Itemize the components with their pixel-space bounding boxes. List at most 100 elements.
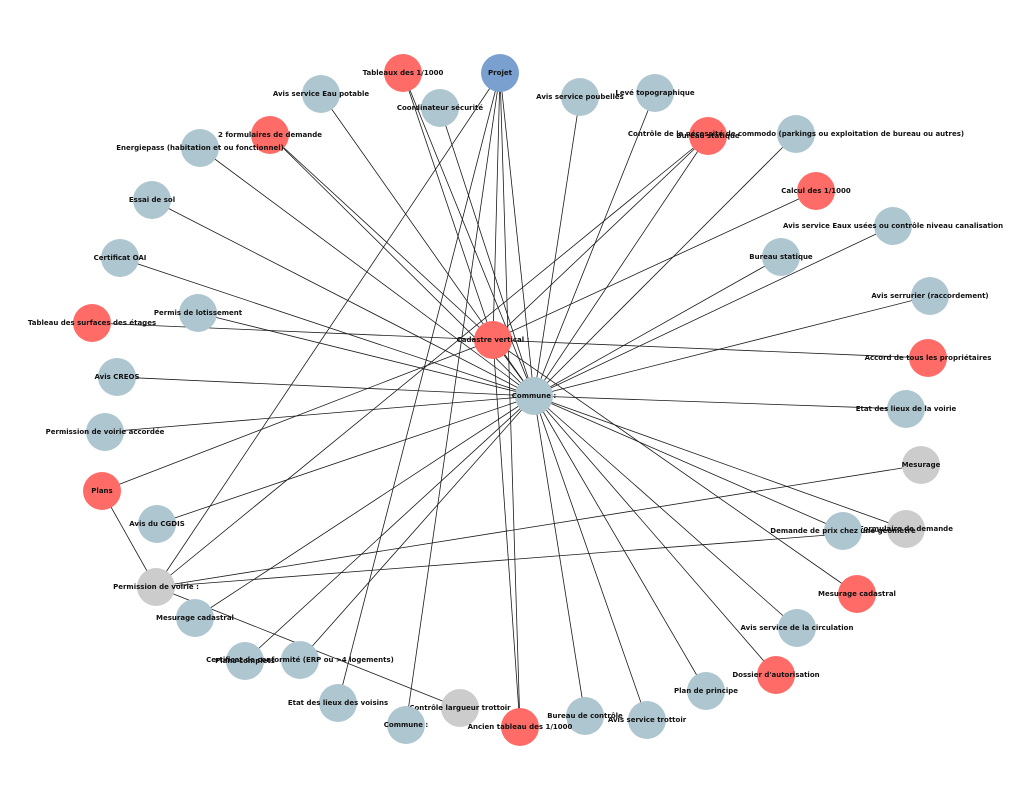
node-label-commune-center: Commune : <box>512 392 557 400</box>
node-label-demande-prix: Demande de prix chez une géomètre <box>770 527 916 535</box>
node-label-avis-cgdis: Avis du CGDIS <box>129 520 185 528</box>
edge-projet-cadastre-vertical <box>492 72 501 341</box>
node-avis-eaux-usees: Avis service Eaux usées ou contrôle nive… <box>783 207 1003 245</box>
node-label-cadastre-vertical: Cadastre vertical : <box>457 336 530 344</box>
edge-cadastre-vertical-plans <box>101 339 494 492</box>
edge-cadastre-vertical-tableau-surfaces <box>91 322 494 341</box>
node-label-etat-voisins: Etat des lieux des voisins <box>288 699 388 707</box>
edge-commune-center-certificat-conformite <box>299 395 535 661</box>
node-circle-etat-voirie <box>887 390 925 428</box>
node-label-controle-commodo: Contrôle de la nécessité de commodo (par… <box>628 130 964 138</box>
node-permis-lotissement: Permis de lotissement <box>154 294 243 332</box>
edge-cadastre-vertical-bureau-statique-red <box>492 135 709 341</box>
node-circle-plans <box>83 472 121 510</box>
edge-commune-center-bureau-statique <box>533 256 782 397</box>
node-label-bureau-statique: Bureau statique <box>749 253 813 261</box>
node-circle-plans-complets <box>226 642 264 680</box>
node-circle-permis-lotissement <box>179 294 217 332</box>
node-deux-formulaires: 2 formulaires de demande <box>218 116 322 154</box>
node-bureau-statique: Bureau statique <box>749 238 813 276</box>
node-mesurage-cadastral-red: Mesurage cadastral <box>818 575 896 613</box>
edge-commune-center-certificat-oai <box>119 257 535 397</box>
node-plans: Plans <box>83 472 121 510</box>
node-circle-avis-creos <box>98 358 136 396</box>
node-circle-permission-accordee <box>86 413 124 451</box>
edge-commune-center-demande-prix <box>533 395 844 532</box>
node-tableau-surfaces: Tableau des surfaces des étages <box>28 304 156 342</box>
node-circle-mesurage-cadastral <box>176 599 214 637</box>
node-mesurage: Mesurage <box>902 446 941 484</box>
node-circle-poubelles <box>561 78 599 116</box>
node-essai-sol: Essai de sol <box>129 181 175 219</box>
node-label-plans: Plans <box>91 487 112 495</box>
node-avis-eau: Avis service Eau potable <box>273 75 370 113</box>
edge-projet-ancien-tableau <box>499 72 521 728</box>
node-permission-voirie: Permission de voirie : <box>113 568 199 606</box>
node-bureau-statique-red: Bureau statique <box>676 117 740 155</box>
node-controle-trottoir: Contrôle largueur trottoir <box>409 689 511 727</box>
node-label-leve: Levé topographique <box>615 89 695 97</box>
node-mesurage-cadastral: Mesurage cadastral <box>156 599 234 637</box>
node-circle-leve <box>636 74 674 112</box>
node-label-energiepass: Energiepass (habitation et ou fonctionne… <box>116 144 284 152</box>
edge-commune-center-avis-trottoir <box>533 395 648 721</box>
node-label-avis-circulation: Avis service de la circulation <box>741 624 854 632</box>
edge-commune-center-controle-commodo <box>533 133 797 397</box>
node-circle-permission-voirie <box>137 568 175 606</box>
node-circle-bureau-statique-red <box>689 117 727 155</box>
node-label-avis-eau: Avis service Eau potable <box>273 90 370 98</box>
edge-commune-center-mesurage-cadastral <box>194 395 535 619</box>
node-projet: Projet <box>481 54 519 92</box>
node-label-accord: Accord de tous les propriétaires <box>865 354 992 362</box>
node-certificat-conformite: Certificat de conformité (ERP ou >4 loge… <box>206 641 394 679</box>
node-accord: Accord de tous les propriétaires <box>865 339 992 377</box>
node-controle-commodo: Contrôle de la nécessité de commodo (par… <box>628 115 964 153</box>
node-label-calcul: Calcul des 1/1000 <box>781 187 851 195</box>
node-label-projet: Projet <box>488 69 513 77</box>
node-label-formulaire-demande: Formulaire de demande <box>859 525 953 533</box>
node-tableaux: Tableaux des 1/1000 <box>363 54 443 92</box>
node-formulaire-demande: Formulaire de demande <box>859 510 953 548</box>
node-circle-essai-sol <box>133 181 171 219</box>
node-label-poubelles: Avis service poubelles <box>536 93 624 101</box>
node-avis-circulation: Avis service de la circulation <box>741 609 854 647</box>
node-demande-prix: Demande de prix chez une géomètre <box>770 512 916 550</box>
edge-permission-voirie-formulaire-demande <box>155 528 907 588</box>
node-circle-cadastre-vertical <box>474 321 512 359</box>
node-label-coordinateur: Coordinateur sécurité <box>397 104 484 112</box>
edge-cadastre-vertical-accord <box>492 339 929 359</box>
node-ancien-tableau: Ancien tableau des 1/1000 <box>468 708 573 746</box>
node-label-permission-voirie: Permission de voirie : <box>113 583 199 591</box>
node-circle-avis-serrurier <box>911 277 949 315</box>
node-bureau-controle: Bureau de contrôle <box>547 697 623 735</box>
node-circle-calcul <box>797 172 835 210</box>
node-circle-avis-trottoir <box>628 701 666 739</box>
node-poubelles: Avis service poubelles <box>536 78 624 116</box>
node-cadastre-vertical: Cadastre vertical : <box>457 321 530 359</box>
edge-commune-center-avis-eaux-usees <box>533 225 894 397</box>
node-circle-energiepass <box>181 129 219 167</box>
edge-projet-commune-center <box>499 72 535 397</box>
node-energiepass: Energiepass (habitation et ou fonctionne… <box>116 129 284 167</box>
node-label-certificat-conformite: Certificat de conformité (ERP ou >4 loge… <box>206 656 394 664</box>
node-circle-avis-eau <box>302 75 340 113</box>
node-circle-tableau-surfaces <box>73 304 111 342</box>
edge-commune-center-permis-lotissement <box>197 312 535 397</box>
node-label-etat-voirie: Etat des lieux de la voirie <box>856 405 957 413</box>
node-label-avis-serrurier: Avis serrurier (raccordement) <box>871 292 988 300</box>
edge-commune-center-avis-creos <box>116 376 535 397</box>
node-label-mesurage: Mesurage <box>902 461 941 469</box>
node-dossier: Dossier d'autorisation <box>732 656 820 694</box>
edge-commune-center-coordinateur <box>439 107 535 397</box>
edge-commune-center-permission-accordee <box>104 395 535 433</box>
node-coordinateur: Coordinateur sécurité <box>397 89 484 127</box>
edge-commune-center-essai-sol <box>151 199 535 397</box>
node-label-controle-trottoir: Contrôle largueur trottoir <box>409 704 511 712</box>
edge-projet-etat-voisins <box>337 72 501 704</box>
node-label-avis-creos: Avis CREOS <box>94 373 139 381</box>
node-circle-coordinateur <box>421 89 459 127</box>
node-avis-cgdis: Avis du CGDIS <box>129 505 185 543</box>
edge-commune-center-leve <box>533 92 656 397</box>
